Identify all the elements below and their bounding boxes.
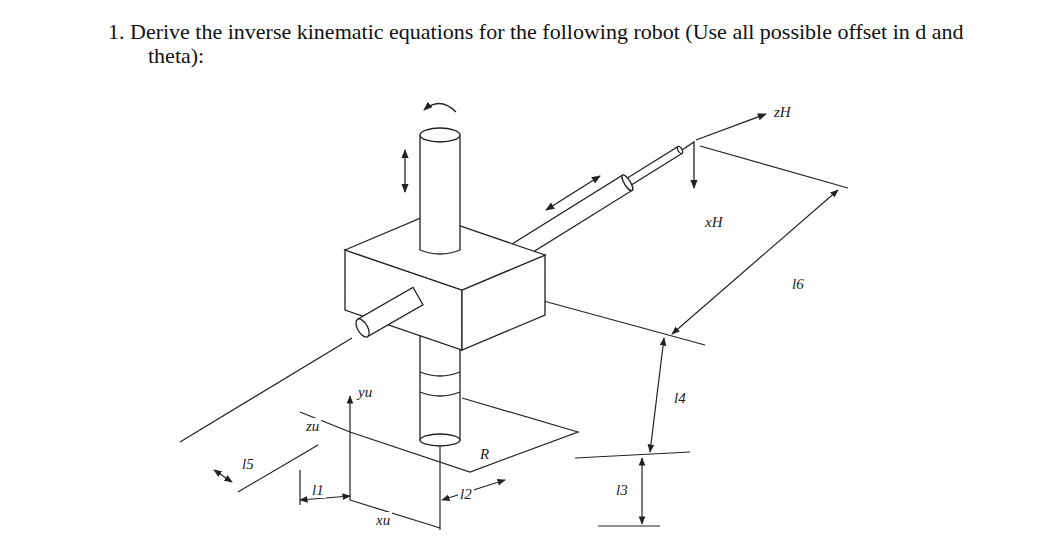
axis-label: zH xyxy=(772,104,793,120)
extension-line xyxy=(349,432,350,500)
axis-arrow xyxy=(696,114,766,140)
base-outline xyxy=(350,398,578,472)
front-cylinder xyxy=(353,287,423,339)
front-cylinder-end xyxy=(353,317,372,339)
translation-arrow xyxy=(546,176,600,210)
axis-label: yu xyxy=(356,384,374,400)
question-heading: 1. Derive the inverse kinematic equation… xyxy=(108,20,998,68)
extension-line xyxy=(540,300,705,345)
axis-label: xH xyxy=(703,214,725,230)
extension-line xyxy=(598,525,660,526)
column-cylinder xyxy=(420,135,460,254)
column-top xyxy=(420,128,460,142)
axis-arrow xyxy=(349,396,350,432)
dimension-label: l3 xyxy=(614,482,630,498)
axis-arrow xyxy=(693,150,694,188)
dimension-label: l1 xyxy=(310,482,326,498)
arm-tube-end xyxy=(620,174,635,192)
column-ring xyxy=(420,372,460,376)
dimension-label: l5 xyxy=(240,456,256,472)
hand-plate xyxy=(682,142,694,150)
dimension-arrow xyxy=(641,458,642,524)
dimension-arrow xyxy=(672,190,838,334)
column-base xyxy=(420,434,460,446)
robot-body xyxy=(345,128,686,446)
extension-line xyxy=(238,445,318,492)
dimension-label: l4 xyxy=(672,390,688,406)
dimension-arrow xyxy=(214,470,232,482)
extension-line xyxy=(700,146,848,188)
translation-arrow xyxy=(404,150,405,192)
extension-line xyxy=(439,440,440,530)
axis-label: xu xyxy=(374,512,392,528)
point-label: R xyxy=(478,446,491,462)
dimension-label: l6 xyxy=(790,276,806,292)
dimension-arrow xyxy=(650,338,664,452)
extension-line xyxy=(180,338,352,442)
dimension-lines xyxy=(180,146,848,530)
motion-arrows xyxy=(405,103,766,210)
rotation-arrow xyxy=(424,103,456,112)
dimension-label: l2 xyxy=(458,486,474,502)
column-ring xyxy=(420,392,460,396)
axis-line xyxy=(350,500,440,528)
axis-label: zu xyxy=(304,418,321,434)
extension-line xyxy=(575,452,690,458)
arm-rod xyxy=(625,147,682,187)
